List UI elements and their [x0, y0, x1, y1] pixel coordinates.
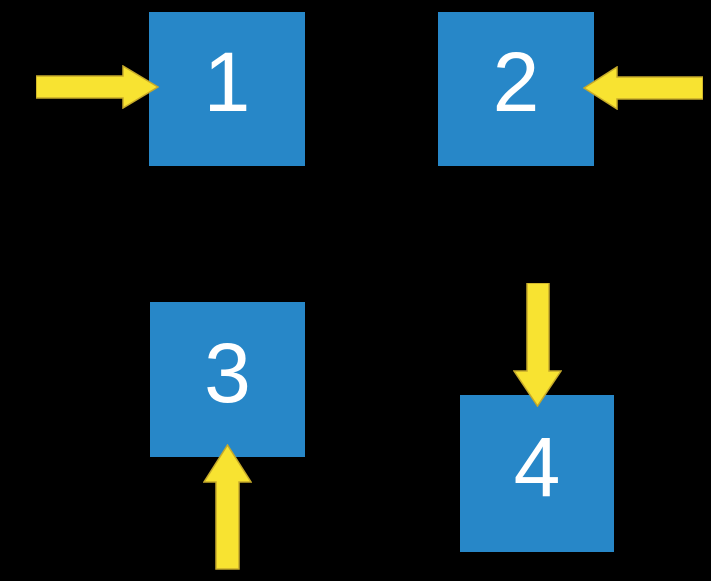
- square-4: 4: [460, 395, 614, 552]
- square-1-label: 1: [203, 35, 251, 129]
- square-2-label: 2: [492, 35, 540, 129]
- square-4-label: 4: [513, 419, 561, 514]
- left-arrow-icon: [583, 66, 703, 110]
- square-3: 3: [150, 302, 305, 457]
- square-2: 2: [438, 12, 594, 166]
- square-1: 1: [149, 12, 305, 166]
- right-arrow-icon: [36, 65, 159, 109]
- down-arrow-icon: [513, 283, 562, 407]
- up-arrow-icon: [203, 444, 252, 570]
- square-3-label: 3: [204, 325, 251, 420]
